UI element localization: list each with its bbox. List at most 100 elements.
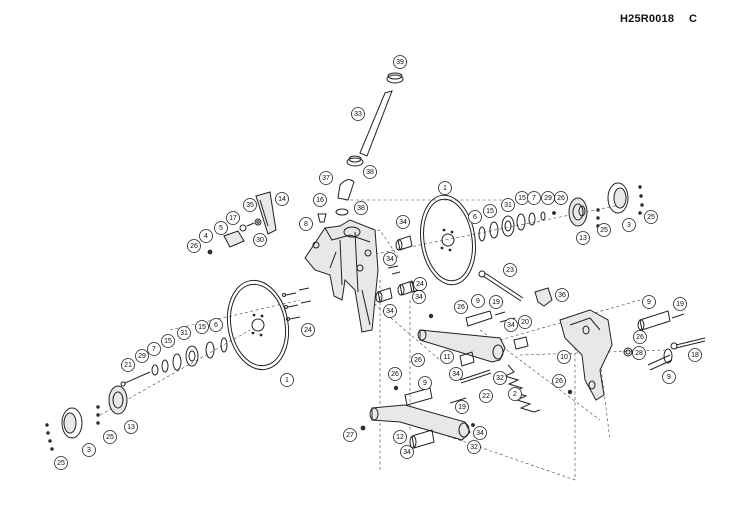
callout-34: 34 (383, 304, 397, 318)
callout-number: 1 (285, 377, 289, 384)
main-frame (304, 219, 379, 333)
callout-circle (597, 223, 611, 237)
callout-16: 16 (313, 193, 327, 207)
callout-26: 26 (633, 330, 647, 344)
callout-35: 35 (243, 198, 257, 212)
callout-26: 26 (552, 374, 566, 388)
callout-39: 39 (393, 55, 407, 69)
callout-circle (633, 330, 647, 344)
callout-number: 31 (180, 330, 188, 337)
callout-circle (351, 107, 365, 121)
callout-number: 20 (521, 319, 529, 326)
callout-27: 27 (343, 428, 357, 442)
callout-18: 18 (688, 348, 702, 362)
callout-34: 34 (504, 318, 518, 332)
callout-31: 31 (501, 198, 515, 212)
callout-circle (552, 374, 566, 388)
right-hub (568, 182, 644, 228)
callout-circle (455, 400, 469, 414)
callout-number: 14 (278, 196, 286, 203)
callout-26: 26 (411, 353, 425, 367)
spring (503, 364, 541, 413)
callout-number: 34 (415, 294, 423, 301)
callout-number: 8 (304, 221, 308, 228)
callout-number: 33 (354, 111, 362, 118)
callout-34: 34 (400, 445, 414, 459)
callout-3: 3 (622, 218, 636, 232)
callout-15: 15 (195, 320, 209, 334)
callout-circle (673, 297, 687, 311)
callout-circle (363, 165, 377, 179)
callout-number: 27 (346, 432, 354, 439)
callout-number: 12 (396, 434, 404, 441)
callout-circle (554, 191, 568, 205)
callout-circle (489, 295, 503, 309)
callout-circle (393, 430, 407, 444)
callout-circle (299, 217, 313, 231)
callout-circle (393, 55, 407, 69)
callout-number: 26 (391, 371, 399, 378)
callout-number: 16 (316, 197, 324, 204)
callout-25: 25 (597, 223, 611, 237)
callout-circle (440, 350, 454, 364)
callout-number: 24 (416, 281, 424, 288)
seed-tube (317, 72, 404, 223)
callout-number: 30 (256, 237, 264, 244)
callout-circle (411, 353, 425, 367)
callout-number: 25 (600, 227, 608, 234)
callout-circle (214, 221, 228, 235)
callout-circle (199, 229, 213, 243)
callout-number: 15 (486, 208, 494, 215)
callout-31: 31 (177, 326, 191, 340)
callout-32: 32 (493, 371, 507, 385)
callout-10: 10 (557, 350, 571, 364)
callout-number: 15 (518, 195, 526, 202)
callout-circle (209, 318, 223, 332)
callout-24: 24 (413, 277, 427, 291)
callout-26: 26 (388, 367, 402, 381)
callout-34: 34 (473, 426, 487, 440)
callout-circle (576, 231, 590, 245)
callout-circle (54, 456, 68, 470)
callout-number: 10 (560, 354, 568, 361)
callout-number: 35 (246, 202, 254, 209)
callout-14: 14 (275, 192, 289, 206)
callout-number: 6 (214, 322, 218, 329)
callout-12: 12 (393, 430, 407, 444)
callout-32: 32 (467, 440, 481, 454)
callout-number: 26 (555, 378, 563, 385)
callout-number: 7 (152, 346, 156, 353)
callout-29: 29 (135, 349, 149, 363)
callout-circle (467, 440, 481, 454)
callout-circle (161, 334, 175, 348)
callout-36: 36 (555, 288, 569, 302)
callout-circle (468, 210, 482, 224)
arm-11 (417, 310, 529, 367)
callout-number: 15 (198, 324, 206, 331)
callout-circle (388, 367, 402, 381)
callout-number: 26 (414, 357, 422, 364)
callout-23: 23 (503, 263, 517, 277)
callout-circle (454, 300, 468, 314)
callout-number: 34 (452, 371, 460, 378)
callout-22: 22 (479, 389, 493, 403)
scraper-parts (207, 191, 277, 255)
callout-circle (479, 389, 493, 403)
callout-number: 15 (164, 338, 172, 345)
callout-25: 25 (103, 430, 117, 444)
callout-9: 9 (471, 294, 485, 308)
callout-number: 3 (87, 447, 91, 454)
callout-number: 25 (647, 214, 655, 221)
callout-circle (501, 198, 515, 212)
callout-circle (313, 193, 327, 207)
callout-number: 6 (473, 214, 477, 221)
callout-1: 1 (438, 181, 452, 195)
callout-2: 2 (508, 387, 522, 401)
callout-number: 26 (190, 243, 198, 250)
callout-circle (662, 370, 676, 384)
callout-circle (226, 211, 240, 225)
callout-28: 28 (632, 346, 646, 360)
left-disc (226, 279, 290, 371)
callout-15: 15 (515, 191, 529, 205)
